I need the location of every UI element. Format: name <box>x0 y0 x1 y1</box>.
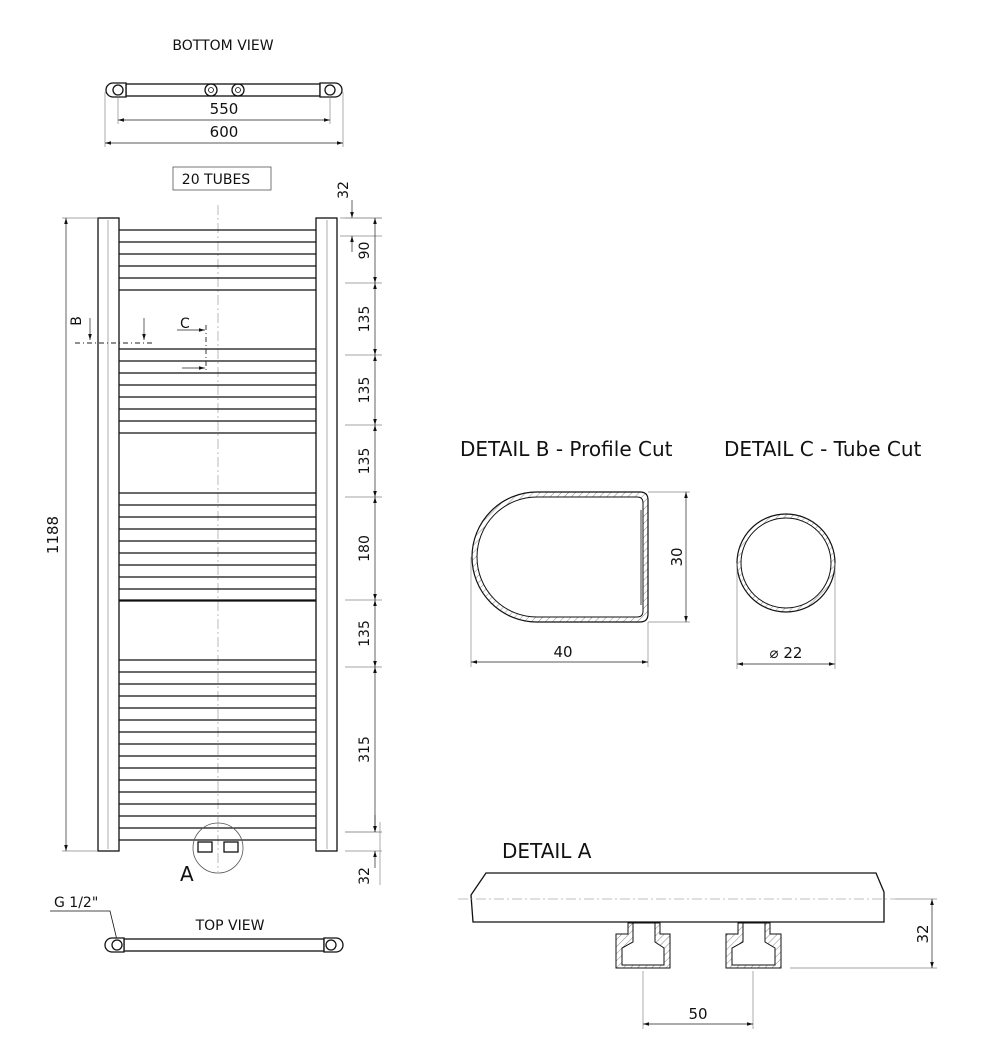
bottom-view: BOTTOM VIEW 550 600 <box>104 38 344 147</box>
dim-1188-label: 1188 <box>44 516 62 554</box>
valve-connection-icon <box>231 83 245 97</box>
left-rail <box>97 217 120 852</box>
detail-c-title: DETAIL C - Tube Cut <box>724 437 922 461</box>
tubes-label: 20 TUBES <box>182 172 251 188</box>
thread-leader-line <box>50 910 118 941</box>
detail-b: DETAIL B - Profile Cut 30 40 <box>460 437 690 667</box>
right-rail <box>315 217 338 852</box>
thread-size-label: G 1/2" <box>54 895 98 911</box>
section-b-label: B <box>69 316 85 326</box>
dim-550-label: 550 <box>210 100 239 118</box>
tube-group <box>119 229 316 841</box>
spacing-dimension-label: 180 <box>357 535 373 562</box>
section-c-label: C <box>180 316 190 332</box>
spacing-dimension-label: 135 <box>357 377 373 404</box>
top-view-title: TOP VIEW <box>195 918 265 934</box>
spacing-dimensions: 32 90 135 135 135 180 135 315 <box>336 181 382 833</box>
rail-bottom-section <box>470 872 885 923</box>
detail-c: DETAIL C - Tube Cut ⌀ 22 <box>724 437 922 669</box>
dim-32-label: 32 <box>914 924 932 943</box>
spacing-dimension-label: 135 <box>357 306 373 333</box>
mount-hole-icon <box>111 939 123 951</box>
valve-fitting-right <box>725 922 782 969</box>
detail-a-circle <box>192 822 244 874</box>
bottom-view-title: BOTTOM VIEW <box>172 38 273 54</box>
dim-22-label: ⌀ 22 <box>770 644 803 662</box>
top-view: G 1/2" TOP VIEW <box>50 895 344 953</box>
dim-40-label: 40 <box>553 643 572 661</box>
bottom-view-bar <box>125 83 321 97</box>
spacing-dimension-label: 135 <box>357 448 373 475</box>
detail-a: DETAIL A 32 50 <box>458 839 937 1029</box>
detail-a-title: DETAIL A <box>502 839 592 863</box>
dim-30-label: 30 <box>668 547 686 566</box>
tubes-label-box <box>172 166 272 191</box>
dim-50-label: 50 <box>688 1005 707 1023</box>
detail-b-title: DETAIL B - Profile Cut <box>460 437 673 461</box>
detail-a-marker-label: A <box>180 862 194 886</box>
dim-600-label: 600 <box>210 123 239 141</box>
bottom-view-right-lug <box>319 82 343 98</box>
valve-connection-icon <box>204 83 218 97</box>
spacing-dimension-label: 90 <box>357 242 373 260</box>
valve-fitting-left <box>615 922 671 969</box>
top-view-bar <box>123 938 325 952</box>
mount-hole-icon <box>325 939 337 951</box>
dim-top-32-label: 32 <box>336 181 352 199</box>
dim-bottom-32-label: 32 <box>357 867 373 885</box>
front-view: 1188 B C A 32 90 135 135 135 180 135 315 32 <box>44 181 382 886</box>
spacing-dimension-label: 135 <box>357 620 373 647</box>
spacing-dimension-label: 315 <box>357 736 373 763</box>
